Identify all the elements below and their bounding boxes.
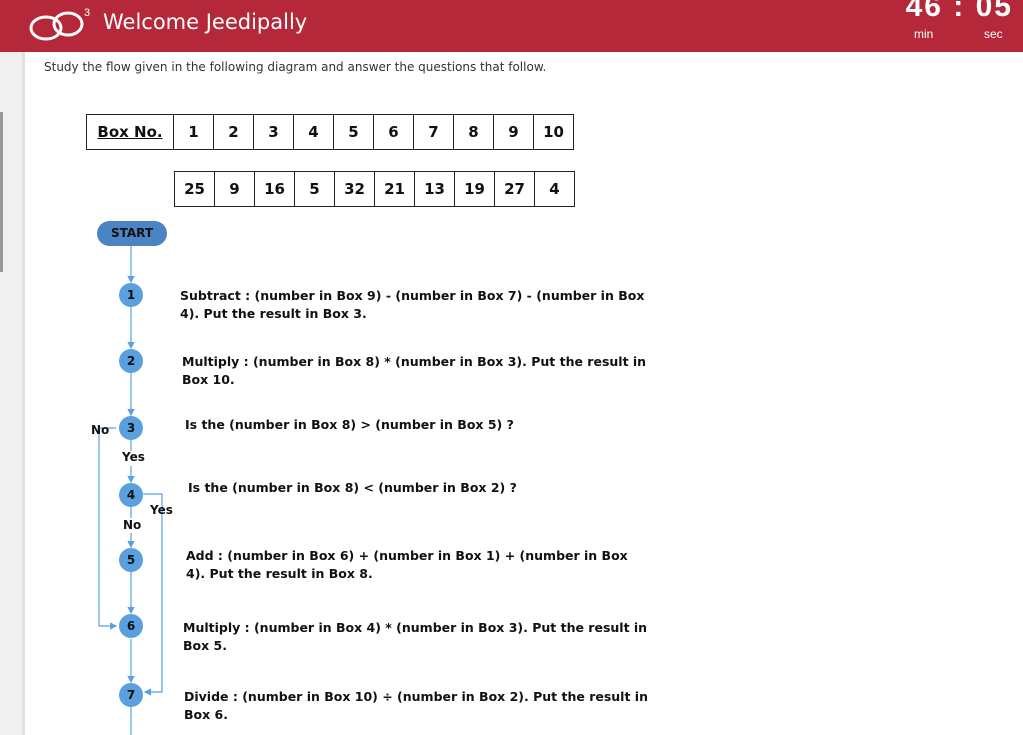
step-2-text: Multiply : (number in Box 8) * (number i… bbox=[182, 354, 647, 387]
box-number-table: Box No. 1 2 3 4 5 6 7 8 9 10 bbox=[86, 114, 574, 150]
flow-node-5: 5 bbox=[119, 548, 143, 572]
box-number-cell: 6 bbox=[373, 114, 414, 150]
left-panel-edge bbox=[0, 52, 24, 735]
step-7-text: Divide : (number in Box 10) ÷ (number in… bbox=[184, 689, 648, 722]
step-4-text: Is the (number in Box 8) < (number in Bo… bbox=[188, 480, 517, 495]
arrow-4-yes-to-7 bbox=[143, 493, 163, 696]
box-value-cell: 25 bbox=[174, 171, 215, 207]
flow-node-7: 7 bbox=[119, 683, 143, 707]
box-value-cell: 5 bbox=[294, 171, 335, 207]
left-panel-handle[interactable] bbox=[0, 112, 3, 272]
label-yes-step3: Yes bbox=[122, 450, 145, 464]
box-number-cell: 3 bbox=[253, 114, 294, 150]
box-number-cell: 9 bbox=[493, 114, 534, 150]
box-number-cell: 4 bbox=[293, 114, 334, 150]
flow-node-1: 1 bbox=[119, 283, 143, 307]
box-value-cell: 13 bbox=[414, 171, 455, 207]
label-no-step4: No bbox=[123, 518, 142, 532]
timer-sec-label: sec bbox=[984, 27, 1003, 41]
step-1-text: Subtract : (number in Box 9) - (number i… bbox=[180, 288, 645, 321]
box-value-cell: 19 bbox=[454, 171, 495, 207]
flow-node-2: 2 bbox=[119, 349, 143, 373]
header-bar: 3 Welcome Jeedipally 46 : 05 min sec bbox=[0, 0, 1023, 52]
start-node: START bbox=[97, 221, 167, 246]
step-6-text: Multiply : (number in Box 4) * (number i… bbox=[183, 620, 648, 653]
box-value-cell: 27 bbox=[494, 171, 535, 207]
box-value-cell: 9 bbox=[214, 171, 255, 207]
label-yes-step4: Yes bbox=[150, 503, 173, 517]
box-value-table: 25 9 16 5 32 21 13 19 27 4 bbox=[174, 171, 575, 207]
arrow-3-no-to-6 bbox=[98, 427, 118, 630]
timer-separator: : bbox=[953, 0, 966, 23]
box-value-cell: 4 bbox=[534, 171, 575, 207]
timer-min-label: min bbox=[914, 27, 934, 41]
label-no-step3: No bbox=[91, 423, 110, 437]
step-3-text: Is the (number in Box 8) > (number in Bo… bbox=[185, 417, 514, 432]
flow-node-3: 3 bbox=[119, 416, 143, 440]
question-instruction: Study the flow given in the following di… bbox=[44, 60, 547, 74]
welcome-text: Welcome Jeedipally bbox=[103, 10, 308, 34]
box-number-cell: 7 bbox=[413, 114, 454, 150]
countdown-timer: 46 : 05 bbox=[906, 0, 1013, 24]
step-5-text: Add : (number in Box 6) + (number in Box… bbox=[186, 548, 628, 581]
timer-seconds: 05 bbox=[975, 0, 1013, 23]
flow-node-6: 6 bbox=[119, 614, 143, 638]
svg-text:3: 3 bbox=[84, 7, 90, 19]
box-number-cell: 10 bbox=[533, 114, 574, 150]
timer-minutes: 46 bbox=[905, 0, 943, 23]
box-value-cell: 16 bbox=[254, 171, 295, 207]
flow-node-4: 4 bbox=[119, 483, 143, 507]
logo-icon: 3 bbox=[29, 7, 90, 41]
left-divider bbox=[22, 52, 25, 735]
box-value-cell: 32 bbox=[334, 171, 375, 207]
box-number-cell: 1 bbox=[173, 114, 214, 150]
